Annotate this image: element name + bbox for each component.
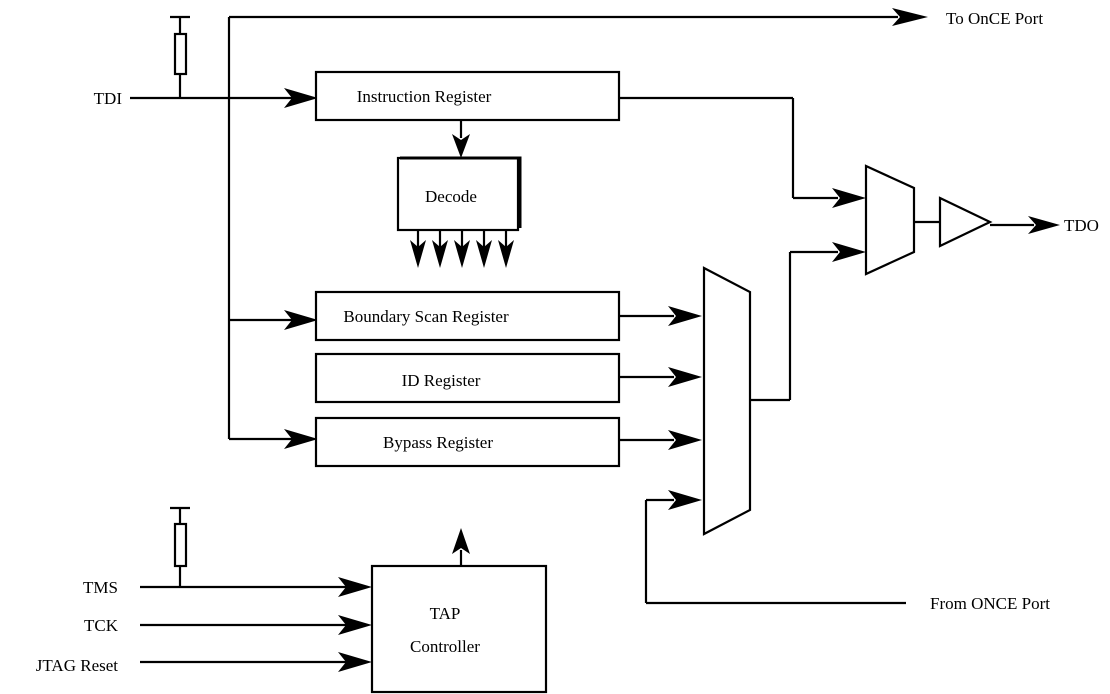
tck-wire bbox=[140, 615, 372, 635]
bypass-register-label: Bypass Register bbox=[383, 433, 493, 452]
from-once-port-label: From ONCE Port bbox=[930, 594, 1050, 613]
tdi-bus bbox=[227, 8, 928, 449]
from-once-port-wire bbox=[644, 490, 906, 605]
boundary-scan-register-block: Boundary Scan Register bbox=[314, 290, 621, 342]
id-register-block: ID Register bbox=[314, 352, 621, 404]
dr-mux-to-output-mux-wire bbox=[750, 242, 866, 402]
jtag-reset-label: JTAG Reset bbox=[36, 656, 118, 675]
id-register-label: ID Register bbox=[402, 371, 481, 390]
decode-output-arrows bbox=[410, 230, 514, 268]
instruction-register-block: Instruction Register bbox=[314, 70, 621, 122]
register-to-mux-arrows bbox=[619, 306, 702, 450]
jtag-reset-wire bbox=[140, 652, 372, 672]
data-register-mux bbox=[702, 266, 752, 536]
tap-controller-output-arrow bbox=[452, 528, 470, 566]
tap-controller-label-line1: TAP bbox=[430, 604, 461, 623]
tap-controller-label-line2: Controller bbox=[410, 637, 480, 656]
tdo-label: TDO bbox=[1064, 216, 1099, 235]
output-buffer bbox=[938, 196, 993, 248]
decode-block: Decode bbox=[396, 156, 522, 232]
tms-wire bbox=[140, 577, 372, 597]
ir-to-output-mux-wire bbox=[619, 96, 866, 208]
tdi-label: TDI bbox=[94, 89, 123, 108]
tdo-wire bbox=[990, 216, 1060, 234]
to-once-port-label: To OnCE Port bbox=[946, 9, 1043, 28]
ir-to-decode-arrow bbox=[452, 120, 470, 158]
bypass-register-block: Bypass Register bbox=[314, 416, 621, 468]
instruction-register-label: Instruction Register bbox=[357, 87, 492, 106]
tap-controller-block: TAP Controller bbox=[370, 564, 548, 694]
tdi-wire bbox=[130, 88, 318, 108]
output-mux bbox=[864, 164, 916, 276]
boundary-scan-register-label: Boundary Scan Register bbox=[343, 307, 509, 326]
tck-label: TCK bbox=[84, 616, 119, 635]
decode-label: Decode bbox=[425, 187, 477, 206]
tms-label: TMS bbox=[83, 578, 118, 597]
tdi-pullup-resistor bbox=[170, 15, 190, 98]
tms-pullup-resistor bbox=[170, 506, 190, 587]
